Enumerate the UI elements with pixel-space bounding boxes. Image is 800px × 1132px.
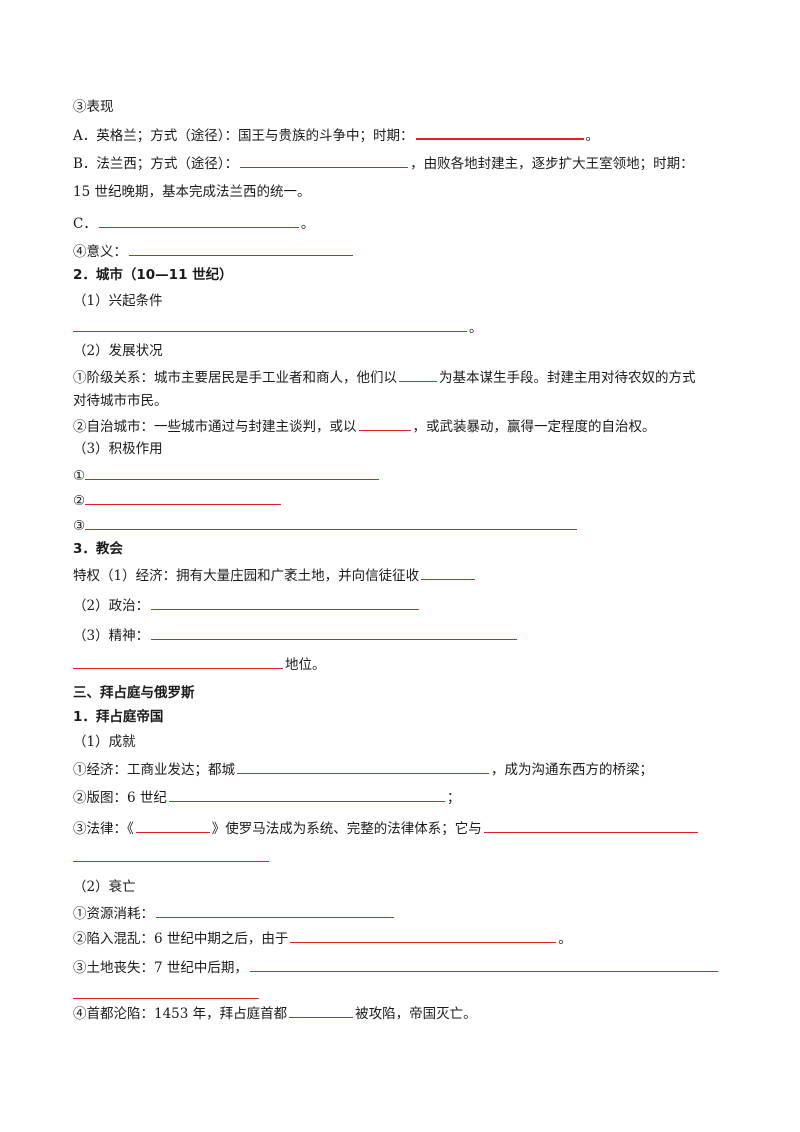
heading-city: 2．城市（10—11 世纪） — [73, 267, 233, 283]
answer-blank[interactable] — [85, 515, 578, 530]
heading-church: 3．教会 — [73, 541, 123, 557]
item-class-relations-cont: 对待城市市民。 — [73, 393, 168, 409]
answer-blank[interactable] — [168, 787, 445, 802]
item-church-spirit-cont: 地位。 — [73, 654, 326, 674]
item-land-loss-cont — [73, 984, 261, 1004]
heading-development: （2）发展状况 — [73, 343, 163, 359]
heading-achievements: （1）成就 — [73, 734, 136, 750]
answer-blank[interactable] — [85, 465, 380, 480]
answer-blank[interactable] — [73, 984, 259, 999]
answer-blank[interactable] — [85, 490, 282, 505]
heading-byzantium-russia: 三、拜占庭与俄罗斯 — [73, 685, 195, 701]
item-rise-conditions-answer: 。 — [73, 317, 483, 337]
heading-performance: ③表现 — [73, 99, 114, 115]
answer-blank[interactable] — [151, 625, 518, 640]
item-church-economy: 特权（1）经济：拥有大量庄园和广袤土地，并向信徒征收 — [73, 565, 477, 585]
answer-blank[interactable] — [240, 153, 409, 168]
answer-blank[interactable] — [73, 317, 467, 332]
item-economy: ①经济：工商业发达；都城，成为沟通东西方的桥梁； — [73, 759, 653, 779]
item-significance: ④意义： — [73, 241, 355, 261]
answer-blank[interactable] — [73, 847, 269, 862]
answer-blank[interactable] — [237, 759, 489, 774]
item-effect-2: ② — [73, 490, 283, 510]
item-england: A．英格兰；方式（途径）：国王与贵族的斗争中；时期：。 — [73, 124, 599, 145]
item-church-politics: （2）政治： — [73, 595, 421, 615]
answer-blank[interactable] — [399, 367, 437, 382]
item-law: ③法律：《》使罗马法成为系统、完整的法律体系；它与 — [73, 818, 700, 838]
item-territory: ②版图：6 世纪； — [73, 787, 460, 807]
item-resource-depletion: ①资源消耗： — [73, 903, 396, 923]
answer-blank[interactable] — [98, 213, 299, 228]
item-autonomous-city: ②自治城市：一些城市通过与封建主谈判，或以，或武装暴动，赢得一定程度的自治权。 — [73, 416, 656, 436]
item-land-loss: ③土地丧失：7 世纪中后期， — [73, 957, 720, 977]
item-effect-3: ③ — [73, 515, 579, 535]
item-c: C．。 — [73, 213, 314, 233]
answer-blank[interactable] — [289, 1003, 354, 1018]
answer-blank[interactable] — [135, 818, 210, 833]
item-law-cont — [73, 847, 271, 867]
heading-positive-effects: （3）积极作用 — [73, 441, 163, 457]
item-church-spirit: （3）精神： — [73, 625, 519, 645]
answer-blank[interactable] — [290, 928, 557, 943]
answer-blank[interactable] — [415, 124, 584, 140]
item-class-relations: ①阶级关系：城市主要居民是手工业者和商人，他们以为基本谋生手段。封建主用对待农奴… — [73, 367, 696, 387]
answer-blank[interactable] — [249, 957, 718, 972]
answer-blank[interactable] — [358, 416, 411, 431]
item-france-cont: 15 世纪晚期，基本完成法兰西的统一。 — [73, 184, 311, 200]
answer-blank[interactable] — [421, 565, 476, 580]
answer-blank[interactable] — [151, 595, 420, 610]
item-france: B．法兰西；方式（途径）：，由败各地封建主，逐步扩大王室领地；时期： — [73, 153, 694, 173]
answer-blank[interactable] — [129, 241, 353, 256]
answer-blank[interactable] — [483, 818, 698, 833]
answer-blank[interactable] — [156, 903, 394, 918]
heading-byzantine-empire: 1．拜占庭帝国 — [73, 709, 164, 725]
item-chaos: ②陷入混乱：6 世纪中期之后，由于。 — [73, 928, 572, 948]
heading-decline: （2）衰亡 — [73, 879, 136, 895]
answer-blank[interactable] — [73, 654, 283, 669]
item-effect-1: ① — [73, 465, 381, 485]
item-capital-fall: ④首都沦陷：1453 年，拜占庭首都被攻陷，帝国灭亡。 — [73, 1003, 477, 1023]
heading-rise-conditions: （1）兴起条件 — [73, 293, 163, 309]
